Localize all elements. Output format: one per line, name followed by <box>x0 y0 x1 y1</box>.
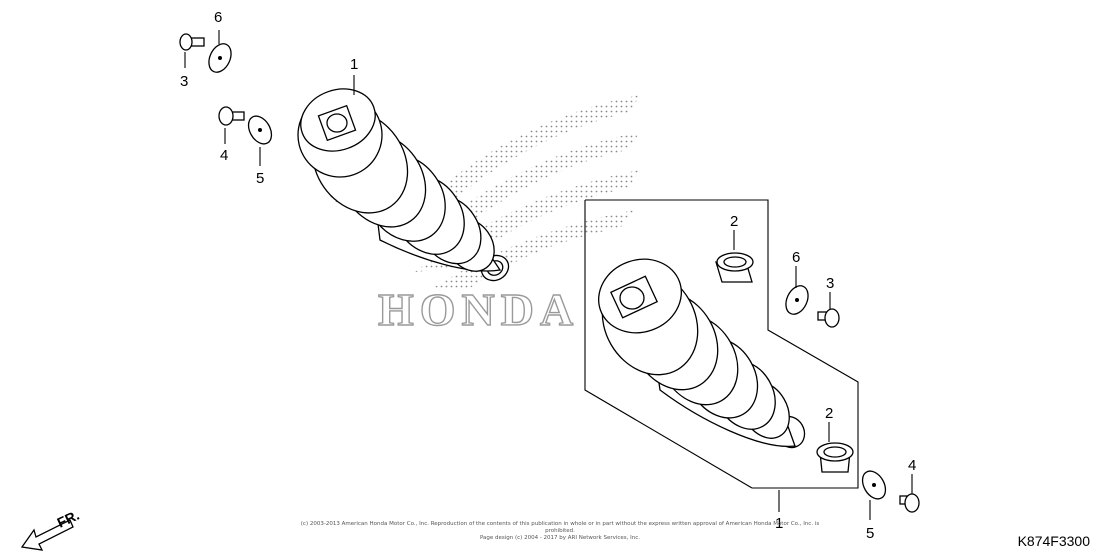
callout-6-left: 6 <box>214 9 222 26</box>
honda-watermark-text: HONDA <box>378 284 579 335</box>
shock-absorber-lower <box>598 258 806 449</box>
copyright-notice: (c) 2003-2013 American Honda Motor Co., … <box>300 521 820 542</box>
bolt-3-left <box>179 33 205 51</box>
callout-1-upper: 1 <box>350 56 358 73</box>
front-direction-label: FR. <box>55 507 82 531</box>
callout-5-right: 5 <box>866 525 874 542</box>
callout-5-left: 5 <box>256 170 264 187</box>
bushing-upper <box>715 252 754 283</box>
exploded-view-bracket <box>584 199 859 489</box>
bolt-4-left <box>218 106 245 126</box>
callout-6-right: 6 <box>792 249 800 266</box>
callout-2-upper: 2 <box>730 213 738 230</box>
washer-5-right <box>861 470 887 500</box>
washer-6-left <box>208 43 232 73</box>
copyright-line-2: Page design (c) 2004 - 2017 by ARI Netwo… <box>479 535 641 541</box>
callout-1-lower: 1 <box>775 515 783 532</box>
callout-3-left: 3 <box>180 73 188 90</box>
callout-4-right: 4 <box>908 457 916 474</box>
callout-4-left: 4 <box>220 147 228 164</box>
callout-3-right: 3 <box>826 275 834 292</box>
diagram-code: K874F3300 <box>1017 533 1090 549</box>
bushing-lower <box>816 442 854 473</box>
shock-absorber-upper <box>297 88 510 282</box>
callout-2-lower: 2 <box>825 405 833 422</box>
leader-lines <box>184 30 913 520</box>
washer-5-left <box>247 115 273 145</box>
bolt-3-right <box>817 308 840 328</box>
bolt-4-right <box>899 493 920 513</box>
copyright-line-1: (c) 2003-2013 American Honda Motor Co., … <box>300 521 820 534</box>
front-direction-arrow-icon: FR. <box>20 507 82 551</box>
washer-6-right <box>785 285 809 315</box>
